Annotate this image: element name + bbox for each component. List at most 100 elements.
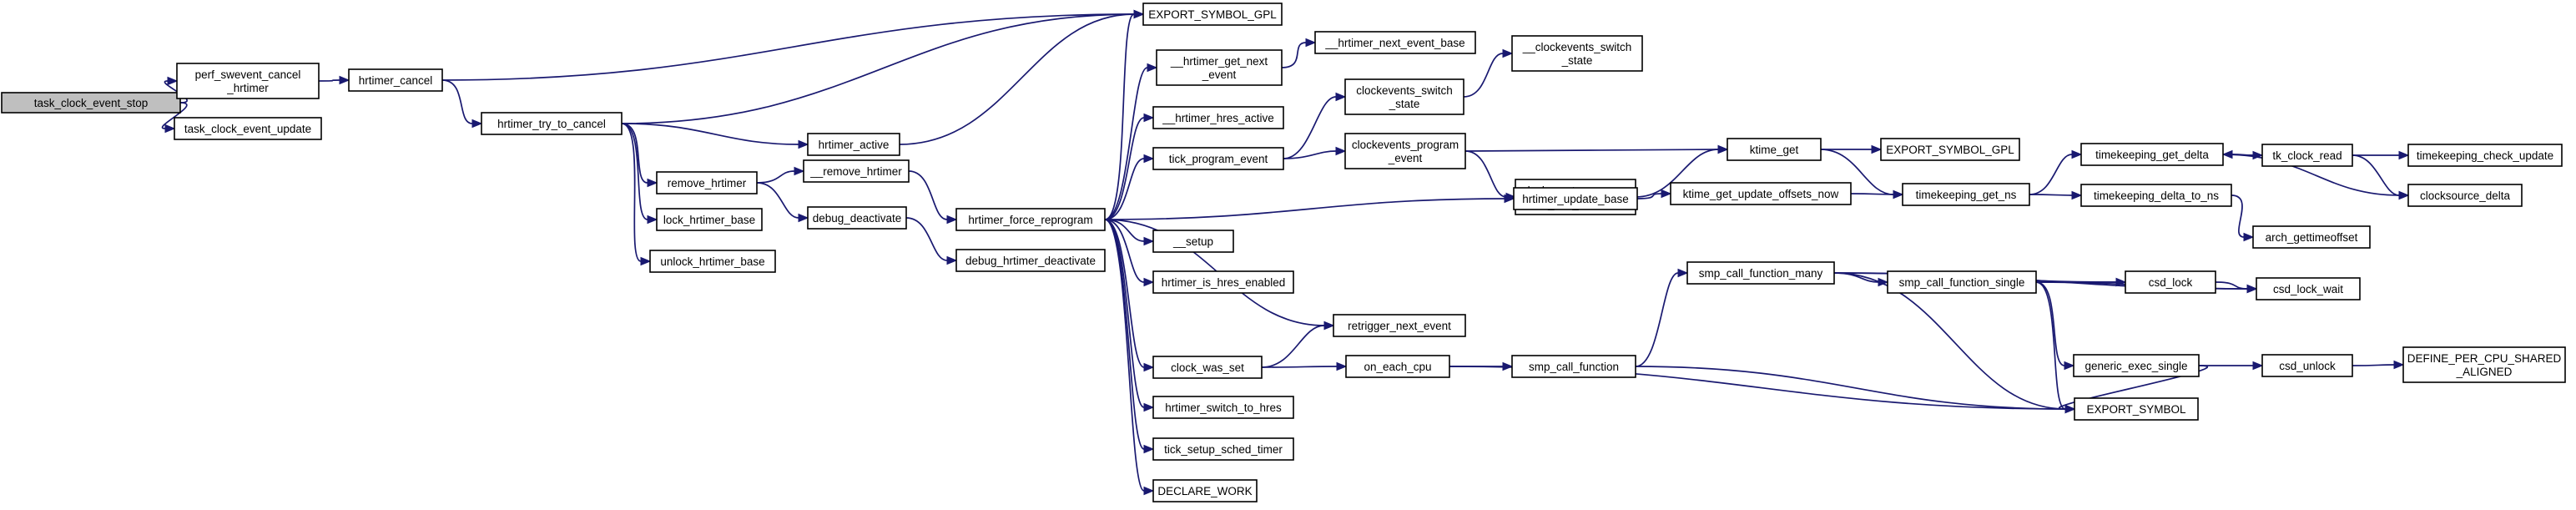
node-clock-was-set[interactable]: clock_was_set xyxy=(1152,356,1263,379)
edge-tk-clock-read-to-timekeeping-check-update xyxy=(2352,150,2410,160)
node-label: _state xyxy=(1389,98,1420,110)
node-label: EXPORT_SYMBOL xyxy=(2086,403,2186,416)
node-clockevents-program-event[interactable]: clockevents_program_event xyxy=(1344,133,1466,169)
edge-task-clock-event-stop-to-task-clock-event-update xyxy=(161,102,188,134)
node-hrtimer-update-base[interactable]: hrtimer_update_base xyxy=(1513,187,1638,210)
node-export-symbol-gpl-1[interactable]: EXPORT_SYMBOL_GPL xyxy=(1142,3,1283,26)
node-tick-program-event[interactable]: tick_program_event xyxy=(1152,147,1284,170)
edge-line xyxy=(318,79,340,82)
node-box xyxy=(2252,225,2371,249)
node-smp-call-function[interactable]: smp_call_function xyxy=(1511,355,1636,378)
node-clocksource-delta[interactable]: clocksource_delta xyxy=(2407,184,2523,207)
node-task-clock-event-update[interactable]: task_clock_event_update xyxy=(174,117,322,140)
node---hrtimer-next-event-base[interactable]: __hrtimer_next_event_base xyxy=(1314,31,1476,54)
edges-layer xyxy=(161,9,2410,496)
node-box xyxy=(649,250,776,273)
arrowhead xyxy=(164,124,176,134)
edge-tk-clock-read-to-clocksource-delta xyxy=(2352,154,2410,200)
node-debug-deactivate[interactable]: debug_deactivate xyxy=(807,206,907,230)
node-label: _ALIGNED xyxy=(2456,366,2513,378)
edge-line xyxy=(908,170,948,220)
arrowhead xyxy=(2243,232,2255,242)
node-box xyxy=(1156,49,1283,86)
node-hrtimer-force-reprogram[interactable]: hrtimer_force_reprogram xyxy=(955,208,1106,231)
arrowhead xyxy=(2064,404,2076,414)
edge-line xyxy=(1104,198,1505,220)
node-timekeeping-check-update[interactable]: timekeeping_check_update xyxy=(2407,144,2563,167)
node-export-symbol[interactable]: EXPORT_SYMBOL xyxy=(2074,397,2199,421)
node-on-each-cpu[interactable]: on_each_cpu xyxy=(1345,355,1450,378)
node---clockevents-switch-state[interactable]: __clockevents_switch_state xyxy=(1511,35,1643,72)
node-lock-hrtimer-base[interactable]: lock_hrtimer_base xyxy=(656,208,763,231)
node-label: smp_call_function xyxy=(1529,361,1619,373)
arrowhead xyxy=(1893,189,1904,199)
node-box xyxy=(174,117,322,140)
node-perf-swevent-cancel-hrtimer[interactable]: perf_swevent_cancel_hrtimer xyxy=(176,63,320,99)
arrowhead xyxy=(1143,113,1155,123)
node-hrtimer-cancel[interactable]: hrtimer_cancel xyxy=(348,68,443,92)
edge-remove-hrtimer-to-debug-deactivate xyxy=(756,182,809,223)
node-declare-work[interactable]: DECLARE_WORK xyxy=(1152,479,1258,502)
node-generic-exec-single[interactable]: generic_exec_single xyxy=(2073,354,2200,377)
edge-perf-swevent-cancel-hrtimer-to-hrtimer-cancel xyxy=(318,75,350,85)
node-clockevents-switch-state[interactable]: clockevents_switch_state xyxy=(1344,78,1464,115)
node---setup[interactable]: __setup xyxy=(1152,230,1234,253)
node-label: lock_hrtimer_base xyxy=(663,214,755,226)
node-label: perf_swevent_cancel xyxy=(195,68,301,81)
node-label: clockevents_program xyxy=(1352,139,1459,151)
arrowhead xyxy=(1143,444,1155,454)
edge-smp-call-function-to-export-symbol xyxy=(1635,366,2076,414)
node-tick-setup-sched-timer[interactable]: tick_setup_sched_timer xyxy=(1152,437,1294,461)
edge-line xyxy=(2035,281,2065,366)
edge-line xyxy=(621,123,799,145)
node-define-per-cpu-shared-aligned[interactable]: DEFINE_PER_CPU_SHARED_ALIGNED xyxy=(2402,346,2566,383)
arrowhead xyxy=(1502,48,1514,58)
edge-line xyxy=(1283,96,1337,159)
node-label: __clockevents_switch xyxy=(1522,41,1632,53)
node-retrigger-next-event[interactable]: retrigger_next_event xyxy=(1333,314,1466,337)
node-task-clock-event-stop[interactable]: task_clock_event_stop xyxy=(1,92,181,114)
node-label: timekeeping_check_update xyxy=(2417,149,2553,162)
arrowhead xyxy=(2252,361,2264,371)
edge-ktime-get-update-offsets-now-to-timekeeping-get-ns xyxy=(1850,189,1904,199)
node-label: task_clock_event_update xyxy=(184,123,311,135)
edge-line xyxy=(1635,272,1679,367)
node-box xyxy=(1152,270,1294,294)
node---hrtimer-get-next-event[interactable]: __hrtimer_get_next_event xyxy=(1156,49,1283,86)
edge-remove-hrtimer-to---remove-hrtimer xyxy=(756,166,805,184)
node---remove-hrtimer[interactable]: __remove_hrtimer xyxy=(803,159,910,183)
node-unlock-hrtimer-base[interactable]: unlock_hrtimer_base xyxy=(649,250,776,273)
node-label: __setup xyxy=(1172,235,1213,248)
node-hrtimer-try-to-cancel[interactable]: hrtimer_try_to_cancel xyxy=(481,112,623,135)
node-tk-clock-read[interactable]: tk_clock_read xyxy=(2261,144,2353,167)
edge-clock-was-set-to-on-each-cpu xyxy=(1261,361,1348,371)
node-label: _hrtimer xyxy=(226,82,269,94)
node---hrtimer-hres-active[interactable]: __hrtimer_hres_active xyxy=(1152,106,1284,129)
node-label: tk_clock_read xyxy=(2272,149,2342,162)
node-debug-hrtimer-deactivate[interactable]: debug_hrtimer_deactivate xyxy=(955,249,1106,272)
node-remove-hrtimer[interactable]: remove_hrtimer xyxy=(656,171,758,194)
node-hrtimer-switch-to-hres[interactable]: hrtimer_switch_to_hres xyxy=(1152,396,1294,419)
node-hrtimer-is-hres-enabled[interactable]: hrtimer_is_hres_enabled xyxy=(1152,270,1294,294)
node-smp-call-function-single[interactable]: smp_call_function_single xyxy=(1887,270,2037,294)
node-hrtimer-active[interactable]: hrtimer_active xyxy=(807,133,900,156)
node-csd-unlock[interactable]: csd_unlock xyxy=(2261,354,2353,377)
node-export-symbol-gpl-2[interactable]: EXPORT_SYMBOL_GPL xyxy=(1880,138,2020,161)
edge-line xyxy=(756,182,799,219)
node-csd-lock-wait[interactable]: csd_lock_wait xyxy=(2256,277,2361,300)
node-timekeeping-get-ns[interactable]: timekeeping_get_ns xyxy=(1902,183,2030,206)
edge-csd-unlock-to-define-per-cpu-shared-aligned xyxy=(2352,360,2405,370)
node-box xyxy=(2256,277,2361,300)
node-timekeeping-get-delta[interactable]: timekeeping_get_delta xyxy=(2080,143,2224,166)
node-ktime-get[interactable]: ktime_get xyxy=(1727,138,1822,161)
arrowhead xyxy=(1133,9,1145,19)
node-arch-gettimeoffset[interactable]: arch_gettimeoffset xyxy=(2252,225,2371,249)
node-label: ktime_get_update_offsets_now xyxy=(1683,188,1839,200)
node-label: EXPORT_SYMBOL_GPL xyxy=(1886,144,2014,156)
node-label: task_clock_event_stop xyxy=(34,97,149,109)
node-csd-lock[interactable]: csd_lock xyxy=(2125,270,2216,294)
node-label: tick_program_event xyxy=(1169,153,1268,165)
node-smp-call-function-many[interactable]: smp_call_function_many xyxy=(1686,261,1835,285)
node-ktime-get-update-offsets-now[interactable]: ktime_get_update_offsets_now xyxy=(1670,182,1852,205)
node-timekeeping-delta-to-ns[interactable]: timekeeping_delta_to_ns xyxy=(2080,184,2232,207)
